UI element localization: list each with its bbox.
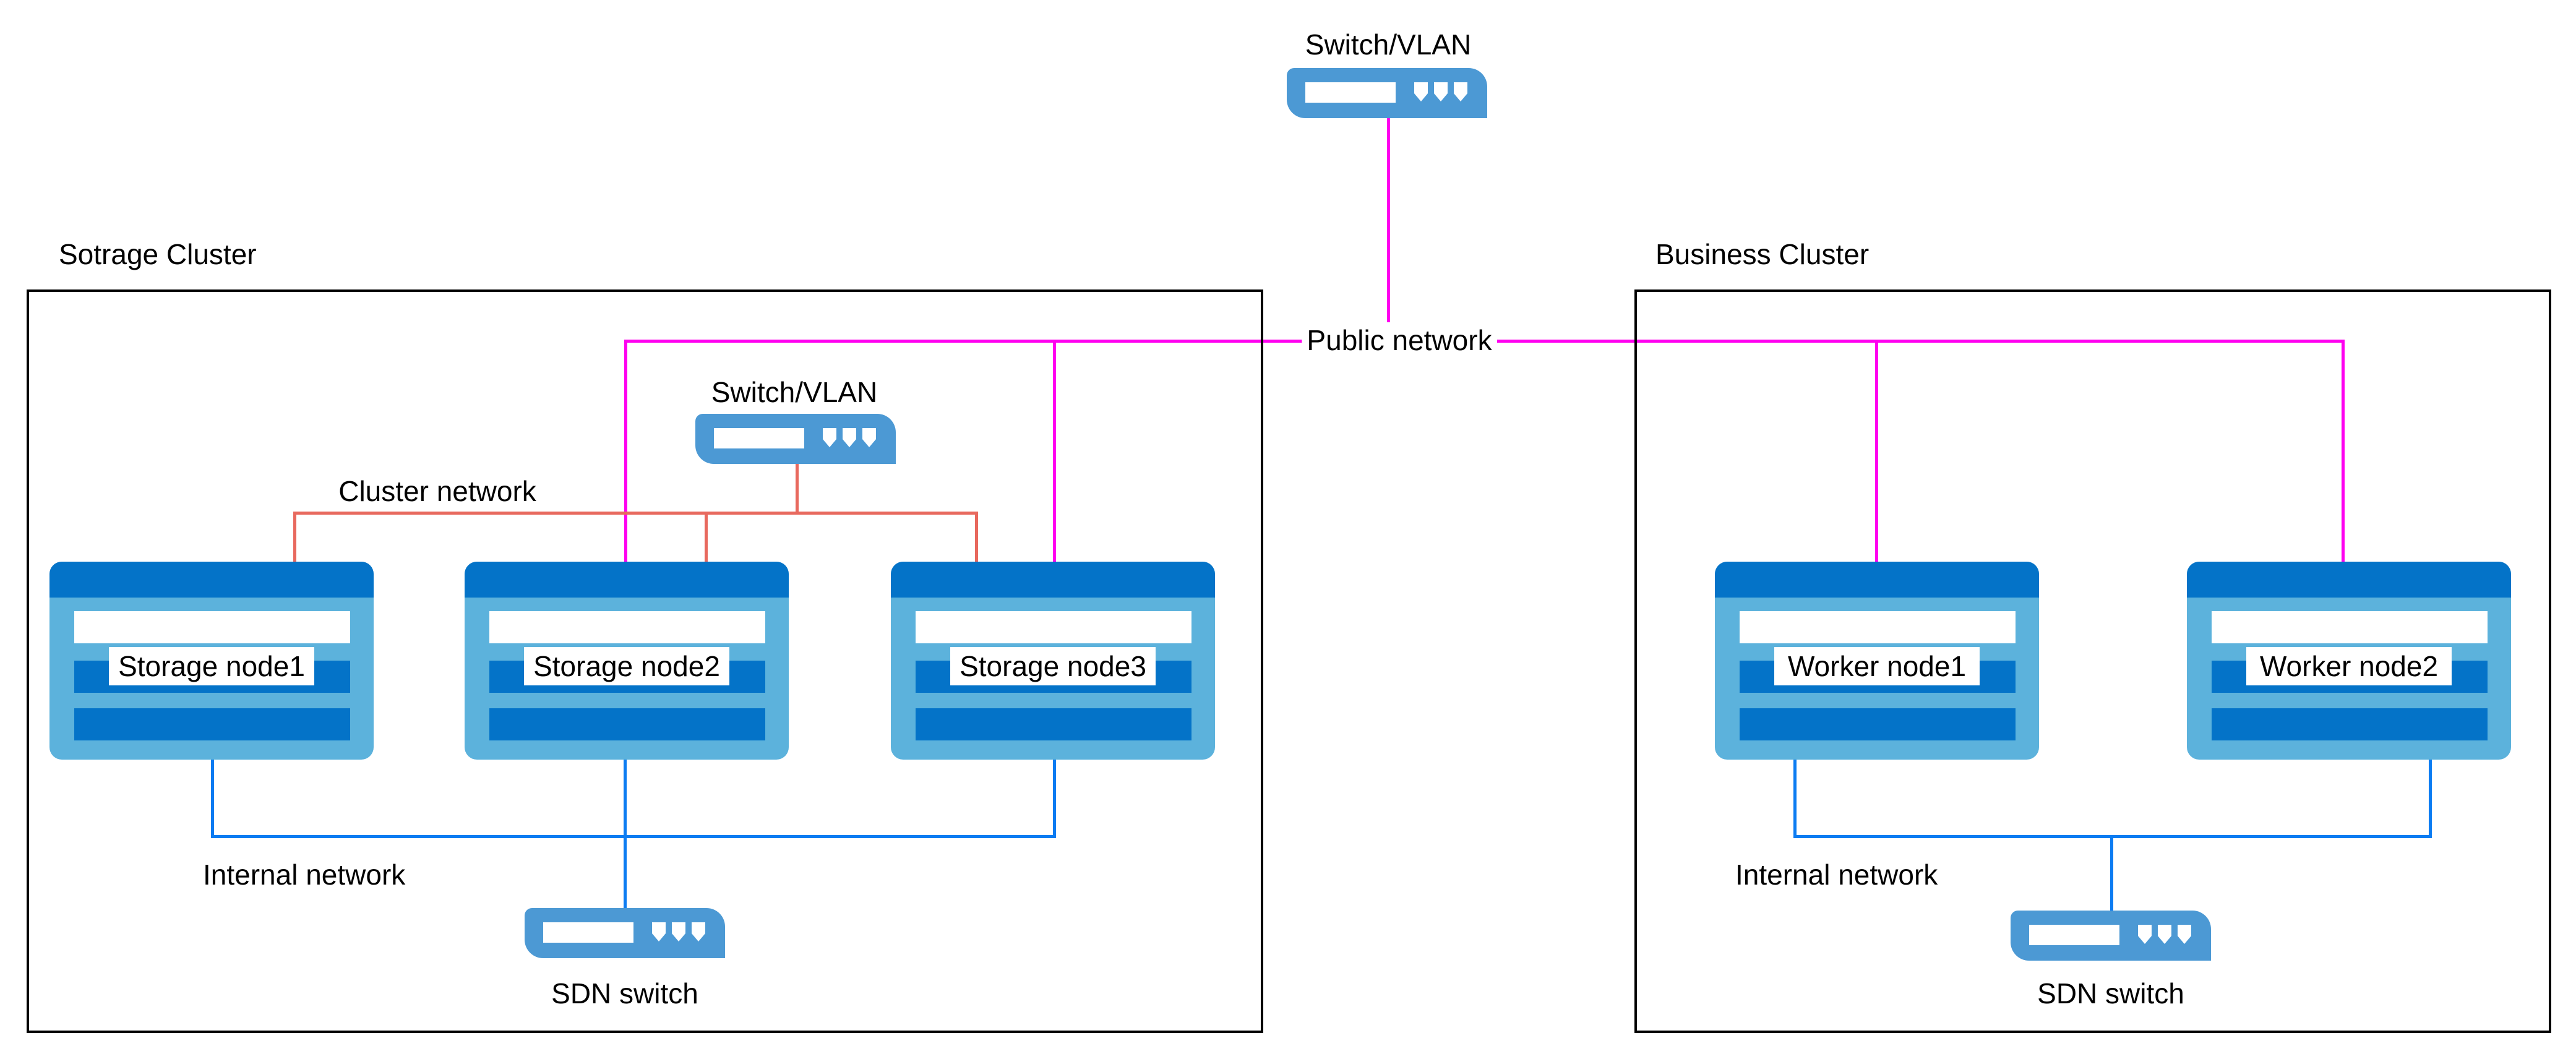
switch-display [543,922,633,943]
worker-node2[interactable]: Worker node2 [2187,562,2511,760]
public-network-drop-storage3 [1053,340,1056,562]
server-slot [489,611,765,643]
cluster-network-drop-storage3 [975,512,978,562]
storage-node2[interactable]: Storage node2 [465,562,789,760]
node-label: Worker node1 [1774,647,1980,685]
port-icon [692,922,705,941]
sdn-switch-right-icon[interactable] [2011,911,2211,961]
port-icon [1434,82,1448,101]
internal-network-right-label: Internal network [1735,859,1938,891]
server-slot [489,708,765,740]
switch-display [1305,82,1396,103]
port-icon [2138,925,2152,944]
cluster-network-label: Cluster network [338,475,536,507]
node-label: Worker node2 [2246,647,2452,685]
sdn-switch-left-label: SDN switch [551,977,698,1010]
server-header [465,562,789,598]
cluster-network-line [293,512,978,515]
internal-network-left-line [211,835,1056,838]
node-label: Storage node2 [524,647,729,685]
server-header [891,562,1215,598]
internal-left-sdn-link [624,760,627,908]
internal-right-drop-worker2 [2429,760,2432,838]
node-label: Storage node1 [109,647,314,685]
port-icon [862,428,876,447]
top-switch-label: Switch/VLAN [1305,28,1472,61]
left-switch-label: Switch/VLAN [711,376,878,408]
internal-left-drop-storage1 [211,760,214,838]
port-icon [843,428,856,447]
internal-left-drop-storage3 [1053,760,1056,838]
public-network-drop-worker1 [1875,340,1878,562]
server-slot [2212,611,2488,643]
server-slot [916,708,1191,740]
storage-cluster-box [27,289,1263,1033]
server-header [2187,562,2511,598]
sdn-switch-left-icon[interactable] [525,908,725,958]
cluster-network-drop-storage2 [705,512,708,562]
port-icon [672,922,685,941]
storage-node1[interactable]: Storage node1 [49,562,374,760]
storage-node3[interactable]: Storage node3 [891,562,1215,760]
public-network-label: Public network [1302,322,1497,358]
storage-cluster-title: Sotrage Cluster [59,238,257,270]
port-icon [1414,82,1428,101]
server-slot [1740,708,2016,740]
worker-node1[interactable]: Worker node1 [1715,562,2039,760]
server-header [1715,562,2039,598]
port-icon [1454,82,1467,101]
port-icon [2158,925,2171,944]
switch-display [714,428,804,448]
left-switch-icon[interactable] [695,414,896,464]
sdn-switch-right-label: SDN switch [2037,977,2184,1010]
node-label: Storage node3 [950,647,1156,685]
switch-display [2029,925,2119,945]
internal-right-drop-worker1 [1793,760,1797,838]
public-network-line-right [1497,340,2345,343]
business-cluster-box [1634,289,2551,1033]
public-network-line-top-drop [1387,118,1390,343]
server-slot [916,611,1191,643]
port-icon [2178,925,2191,944]
public-network-line-left [624,340,1302,343]
public-network-drop-worker2 [2342,340,2345,562]
cluster-network-switch-link [796,464,799,515]
server-header [49,562,374,598]
server-slot [1740,611,2016,643]
internal-right-sdn-link [2110,835,2113,911]
cluster-network-drop-storage1 [293,512,296,562]
server-slot [74,708,350,740]
public-network-drop-storage2 [624,340,627,562]
port-icon [652,922,666,941]
internal-network-left-label: Internal network [203,859,406,891]
server-slot [74,611,350,643]
server-slot [2212,708,2488,740]
top-switch-icon[interactable] [1287,68,1487,118]
port-icon [823,428,836,447]
business-cluster-title: Business Cluster [1655,238,1870,270]
